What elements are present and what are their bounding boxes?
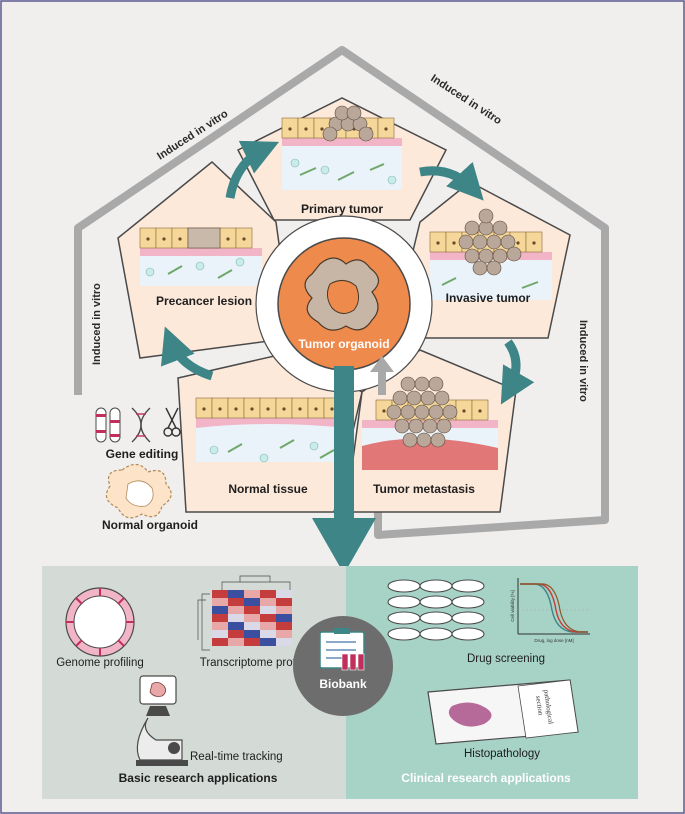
genome-ring-icon xyxy=(65,587,135,657)
clipboard-icon xyxy=(319,628,365,671)
tumor-organoid-icon xyxy=(304,257,380,331)
label-histopathology: Histopathology xyxy=(464,748,540,760)
histology-slide-icon: pathological section xyxy=(427,679,579,745)
panel-primary-tumor: Primary tumor xyxy=(236,97,448,221)
label-transcriptome-profiling: Transcriptome profiling xyxy=(200,657,317,669)
label-genome-profiling: Genome profiling xyxy=(56,657,144,669)
label-drug-screening: Drug screening xyxy=(467,653,545,665)
induced-label-left: Induced in vitro xyxy=(91,283,103,365)
label-realtime-tracking: Real-time tracking xyxy=(190,751,283,763)
arrow-normal-to-precancer xyxy=(160,326,214,381)
arrow-metastasis-to-organoid xyxy=(370,356,394,395)
induced-track xyxy=(74,46,609,539)
scissors-icon xyxy=(163,407,181,437)
dose-response-plot: Cell viability [%] Drug, log dose [nM] xyxy=(510,578,590,643)
normal-organoid-icon xyxy=(105,463,172,519)
dna-icon xyxy=(131,407,151,443)
panel-normal-tissue: Normal tissue xyxy=(177,351,363,513)
label-normal-organoid: Normal organoid xyxy=(102,518,198,532)
label-biobank: Biobank xyxy=(319,677,367,691)
panel-precancer-lesion: Precancer lesion xyxy=(117,161,293,359)
arrow-organoid-to-biobank xyxy=(312,366,376,574)
label-primary-tumor: Primary tumor xyxy=(301,202,383,216)
induced-label-right: Induced in vitro xyxy=(577,320,589,402)
label-tumor-organoid: Tumor organoid xyxy=(298,337,389,351)
label-gene-editing: Gene editing xyxy=(106,447,179,461)
label-basic-research-applications: Basic research applications xyxy=(119,771,278,785)
label-normal-tissue: Normal tissue xyxy=(228,482,308,496)
arrow-precancer-to-primary xyxy=(225,140,280,199)
arrow-primary-to-invasive xyxy=(419,161,484,201)
label-tumor-metastasis: Tumor metastasis xyxy=(373,482,475,496)
chromosome-icon xyxy=(95,407,121,443)
well-plate-icon xyxy=(387,579,485,641)
label-clinical-research-applications: Clinical research applications xyxy=(401,771,571,785)
slide-text-section: section xyxy=(534,695,545,716)
curve-xlabel: Drug, log dose [nM] xyxy=(534,638,573,643)
curve-ylabel: Cell viability [%] xyxy=(510,590,515,622)
arrow-invasive-to-metastasis xyxy=(500,339,535,405)
label-precancer-lesion: Precancer lesion xyxy=(156,294,252,308)
microscope-icon xyxy=(136,675,188,766)
label-invasive-tumor: Invasive tumor xyxy=(446,291,531,305)
heatmap-icon xyxy=(197,575,292,651)
